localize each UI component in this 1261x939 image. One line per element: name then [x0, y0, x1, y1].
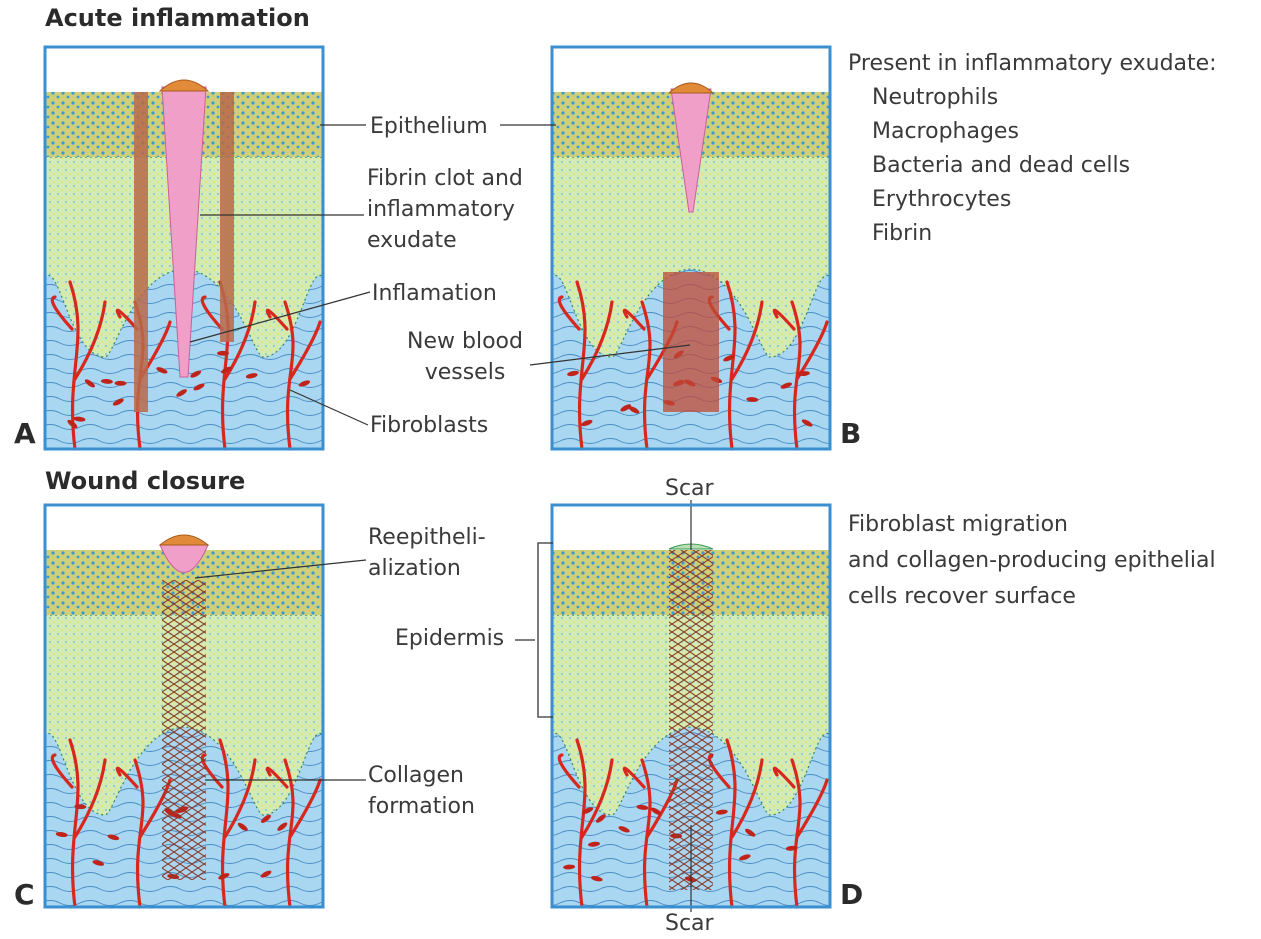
label-fibroblasts: Fibroblasts: [370, 410, 488, 441]
exudate-note-heading: Present in inflammatory exudate:: [848, 47, 1217, 81]
label-fibrin-clot-line-3: exudate: [367, 225, 523, 256]
label-collagen-formation-line-1: Collagen: [368, 760, 475, 791]
label-reepithelialization: Reepitheli- alization: [368, 522, 486, 584]
exudate-item: Fibrin: [872, 217, 1217, 251]
closure-note: Fibroblast migration and collagen-produc…: [848, 507, 1216, 615]
label-new-blood-vessels: New blood vessels: [395, 326, 535, 388]
label-collagen-formation: Collagen formation: [368, 760, 475, 822]
closure-note-line-3: cells recover surface: [848, 579, 1216, 615]
exudate-item: Erythrocytes: [872, 183, 1217, 217]
label-inflamation: Inflamation: [372, 278, 497, 309]
label-epithelium: Epithelium: [370, 111, 488, 142]
exudate-item: Macrophages: [872, 115, 1217, 149]
closure-note-line-2: and collagen-producing epithelial: [848, 543, 1216, 579]
label-fibrin-clot-line-1: Fibrin clot and: [367, 163, 523, 194]
label-fibrin-clot: Fibrin clot and inflammatory exudate: [367, 163, 523, 256]
label-reepithelialization-line-1: Reepitheli-: [368, 522, 486, 553]
label-new-blood-vessels-line-1: New blood: [395, 326, 535, 357]
panel-c: [45, 505, 323, 907]
exudate-column-right: [220, 92, 234, 342]
label-reepithelialization-line-2: alization: [368, 553, 486, 584]
panel-label-d: D: [840, 878, 863, 911]
new-vessel-cluster: [663, 272, 719, 412]
label-epidermis: Epidermis: [395, 623, 504, 654]
panel-b: [552, 47, 830, 449]
fibroblast: [217, 351, 229, 356]
closure-note-line-1: Fibroblast migration: [848, 507, 1216, 543]
collagen-column: [162, 580, 206, 880]
label-collagen-formation-line-2: formation: [368, 791, 475, 822]
label-scar-top: Scar: [665, 473, 714, 504]
label-fibrin-clot-line-2: inflammatory: [367, 194, 523, 225]
exudate-note-items: Neutrophils Macrophages Bacteria and dea…: [848, 81, 1217, 251]
exudate-item: Neutrophils: [872, 81, 1217, 115]
label-scar-bottom: Scar: [665, 908, 714, 939]
section-title-acute-inflammation: Acute inflammation: [45, 4, 310, 32]
panel-label-c: C: [14, 878, 35, 911]
panel-d: [552, 500, 830, 912]
exudate-item: Bacteria and dead cells: [872, 149, 1217, 183]
section-title-wound-closure: Wound closure: [45, 467, 245, 495]
exudate-note: Present in inflammatory exudate: Neutrop…: [848, 47, 1217, 251]
panel-label-a: A: [14, 417, 36, 450]
exudate-column-left: [134, 92, 148, 412]
panel-a: [45, 47, 323, 449]
label-new-blood-vessels-line-2: vessels: [395, 357, 535, 388]
panel-label-b: B: [840, 417, 861, 450]
